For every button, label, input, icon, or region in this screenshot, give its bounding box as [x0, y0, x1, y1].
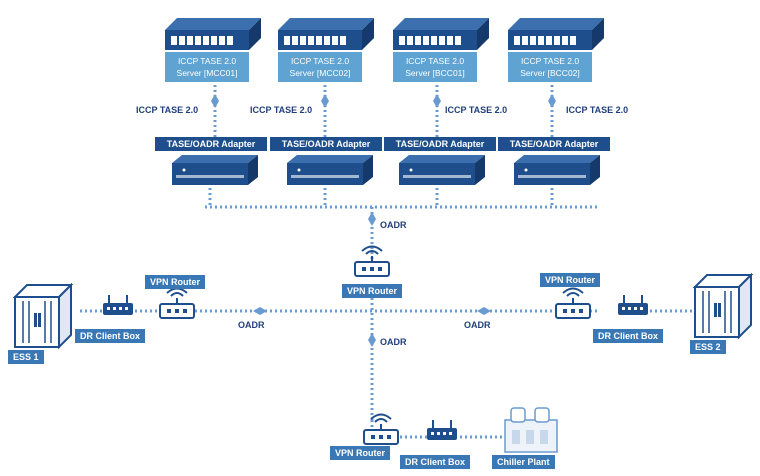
ess1-label: ESS 1 [8, 350, 44, 364]
ess2-label: ESS 2 [690, 340, 726, 354]
adapter-label-1: TASE/OADR Adapter [155, 137, 267, 151]
router-label-center: VPN Router [342, 284, 403, 298]
server-label-line2: Server [BCC01] [405, 68, 465, 78]
dr-client-box-label-right: DR Client Box [593, 329, 664, 343]
iccp-link-marker-1 [211, 94, 219, 108]
server-label-mcc01: ICCP TASE 2.0 Server [MCC01] [165, 52, 249, 82]
oadr-label-left: OADR [238, 320, 265, 330]
server-label-line2: Server [BCC02] [520, 68, 580, 78]
oadr-link-marker-left [253, 307, 267, 315]
adapter-icon-2 [287, 155, 373, 185]
router-icon-left [159, 287, 195, 319]
oadr-label-right: OADR [464, 320, 491, 330]
server-label-line1: ICCP TASE 2.0 [520, 56, 580, 66]
router-icon-bottom [363, 413, 399, 445]
oadr-link-marker-right [477, 307, 491, 315]
adapter-label-2: TASE/OADR Adapter [270, 137, 382, 151]
ess1-container-icon [14, 284, 72, 348]
dr-client-box-icon-bottom [426, 419, 458, 441]
dr-client-box-icon-left [102, 294, 134, 316]
adapter-icon-3 [399, 155, 485, 185]
oadr-link-marker-bottom [368, 333, 376, 347]
iccp-link-label-3: ICCP TASE 2.0 [445, 105, 508, 115]
iccp-link-label-2: ICCP TASE 2.0 [250, 105, 313, 115]
router-label-bottom: VPN Router [330, 446, 391, 460]
router-icon-center [354, 245, 390, 277]
iccp-link-marker-3 [433, 94, 441, 108]
adapter-icon-4 [514, 155, 600, 185]
adapter-label-3: TASE/OADR Adapter [384, 137, 496, 151]
oadr-link-marker-top [368, 212, 376, 226]
oadr-label-bottom: OADR [380, 337, 407, 347]
server-label-bcc01: ICCP TASE 2.0 Server [BCC01] [393, 52, 477, 82]
server-icon-mcc02 [278, 18, 374, 50]
iccp-link-marker-2 [321, 94, 329, 108]
adapter-label-4: TASE/OADR Adapter [498, 137, 610, 151]
server-label-line1: ICCP TASE 2.0 [290, 56, 350, 66]
router-label-right: VPN Router [540, 273, 601, 287]
dr-client-box-label-bottom: DR Client Box [400, 455, 471, 469]
iccp-link-marker-4 [548, 94, 556, 108]
chiller-plant-icon [504, 407, 558, 453]
server-label-bcc02: ICCP TASE 2.0 Server [BCC02] [508, 52, 592, 82]
server-icon-mcc01 [165, 18, 261, 50]
server-icon-bcc02 [508, 18, 604, 50]
iccp-link-label-1: ICCP TASE 2.0 [136, 105, 199, 115]
ess2-container-icon [694, 274, 752, 338]
dr-client-box-label-left: DR Client Box [75, 329, 146, 343]
server-label-line2: Server [MCC02] [289, 68, 351, 78]
router-label-left: VPN Router [145, 275, 206, 289]
chiller-plant-label: Chiller Plant [492, 455, 555, 469]
server-label-line2: Server [MCC01] [176, 68, 238, 78]
server-label-line1: ICCP TASE 2.0 [405, 56, 465, 66]
adapter-icon-1 [172, 155, 258, 185]
iccp-link-label-4: ICCP TASE 2.0 [566, 105, 629, 115]
dr-client-box-icon-right [617, 294, 649, 316]
oadr-label-top: OADR [380, 220, 407, 230]
server-icon-bcc01 [393, 18, 489, 50]
router-icon-right [555, 287, 591, 319]
server-label-mcc02: ICCP TASE 2.0 Server [MCC02] [278, 52, 362, 82]
server-label-line1: ICCP TASE 2.0 [177, 56, 237, 66]
